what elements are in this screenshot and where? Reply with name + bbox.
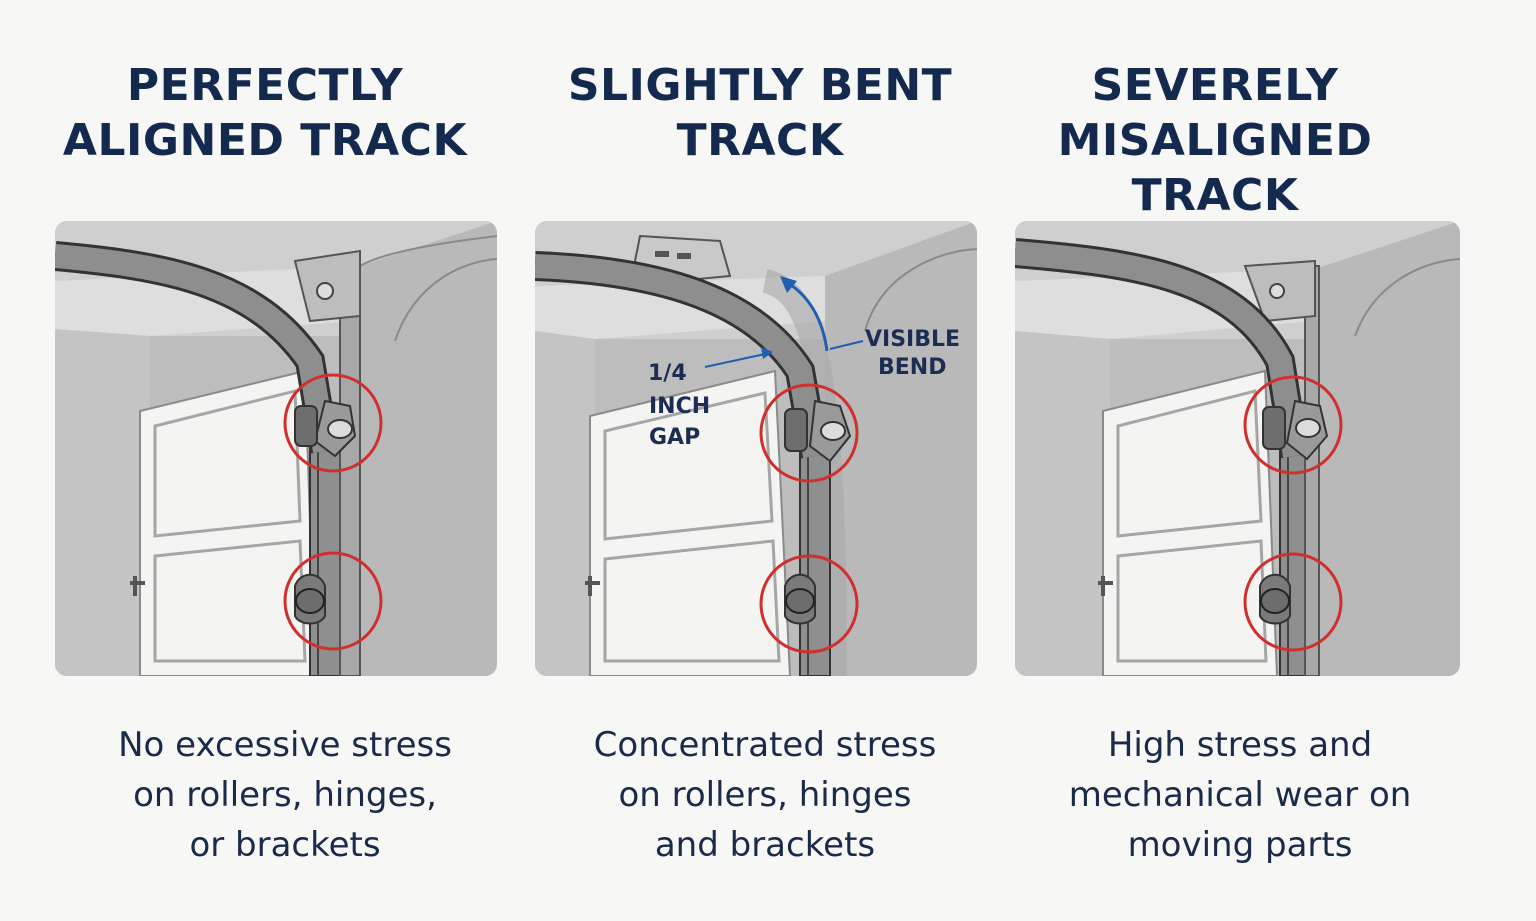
roller-highlight-circle — [1243, 375, 1343, 475]
illustration-aligned-track — [55, 221, 497, 676]
roller-highlight-circle — [1243, 552, 1343, 652]
roller-highlight-circle — [759, 383, 859, 483]
gap-label-pointer — [704, 353, 766, 368]
caption-severely-misaligned: High stress and mechanical wear on movin… — [1068, 725, 1412, 865]
title-severely-misaligned: SEVERELY MISALIGNED TRACK — [1057, 60, 1373, 221]
roller-highlight-circle — [283, 551, 383, 651]
bend-label-line-1: VISIBLE — [865, 327, 960, 352]
bend-label-line-2: BEND — [878, 355, 946, 380]
door-panel — [139, 369, 317, 676]
roller-highlight-circle — [283, 373, 383, 473]
gap-label-line-3: GAP — [649, 425, 700, 450]
bend-label-pointer — [829, 340, 864, 350]
gap-label-line-1: 1/4 — [648, 361, 687, 386]
door-panel — [1102, 369, 1279, 676]
illustration-severely-misaligned-track — [1015, 221, 1460, 676]
title-slightly-bent: SLIGHTLY BENT TRACK — [567, 60, 953, 166]
roller-highlight-circle — [759, 554, 859, 654]
caption-slightly-bent: Concentrated stress on rollers, hinges a… — [593, 725, 937, 865]
caption-aligned: No excessive stress on rollers, hinges, … — [118, 725, 452, 865]
gap-label-line-2: INCH — [649, 394, 710, 419]
title-aligned: PERFECTLY ALIGNED TRACK — [62, 60, 468, 166]
illustration-slightly-bent-track: 1/4 INCH GAP VISIBLE BEND — [535, 221, 977, 676]
